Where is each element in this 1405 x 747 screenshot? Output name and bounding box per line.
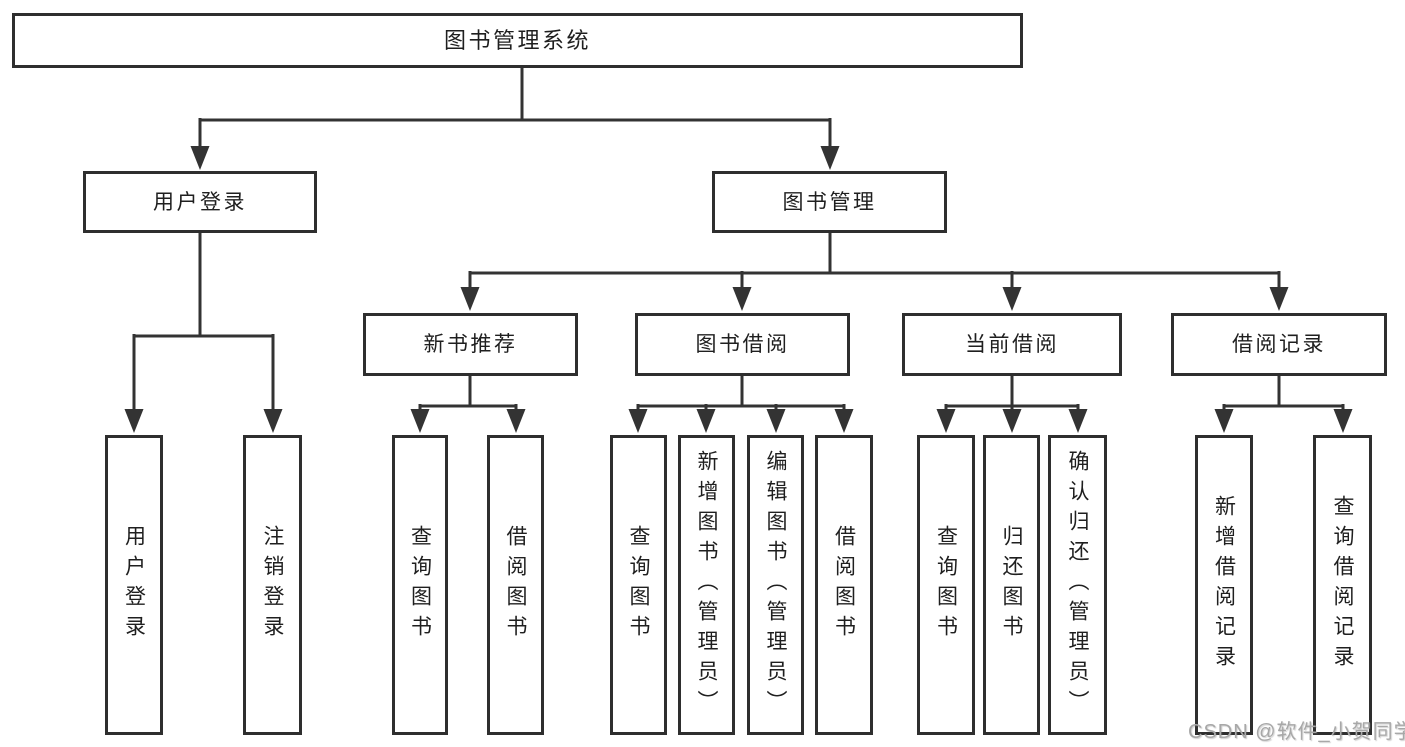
leaf-confirm-return-admin: 确认归还（管理员） [1048,435,1107,735]
leaf-logout-login: 注销登录 [243,435,302,735]
connector-borrowing-records-group [1214,376,1353,433]
leaf-add-book-admin: 新增图书（管理员） [678,435,735,735]
connector-root-to-level1 [190,66,840,170]
node-book-management: 图书管理 [712,171,947,233]
leaf-add-borrow-record: 新增借阅记录 [1195,435,1253,735]
connector-user-login-group [124,233,283,433]
connector-book-borrowing-group [628,376,854,433]
leaf-query-books-current: 查询图书 [917,435,975,735]
csdn-watermark: CSDN @软件_小贺同学 [1188,721,1405,743]
connector-current-borrowing-group [936,376,1088,433]
leaf-user-login: 用户登录 [105,435,163,735]
node-library-management-system: 图书管理系统 [12,13,1023,68]
node-new-book-recommendation: 新书推荐 [363,313,578,376]
connector-book-management-to-sections [460,233,1289,311]
leaf-edit-book-admin: 编辑图书（管理员） [747,435,804,735]
node-book-borrowing: 图书借阅 [635,313,850,376]
leaf-query-books-recommend: 查询图书 [392,435,448,735]
leaf-query-borrow-record: 查询借阅记录 [1313,435,1372,735]
node-user-login: 用户登录 [83,171,317,233]
leaf-borrow-books-recommend: 借阅图书 [487,435,544,735]
leaf-borrow-books-borrow: 借阅图书 [815,435,873,735]
leaf-query-books-borrow: 查询图书 [610,435,667,735]
leaf-return-book: 归还图书 [983,435,1040,735]
node-current-borrowing: 当前借阅 [902,313,1122,376]
node-borrowing-records: 借阅记录 [1171,313,1387,376]
connector-new-book-recommendation-group [410,376,526,433]
